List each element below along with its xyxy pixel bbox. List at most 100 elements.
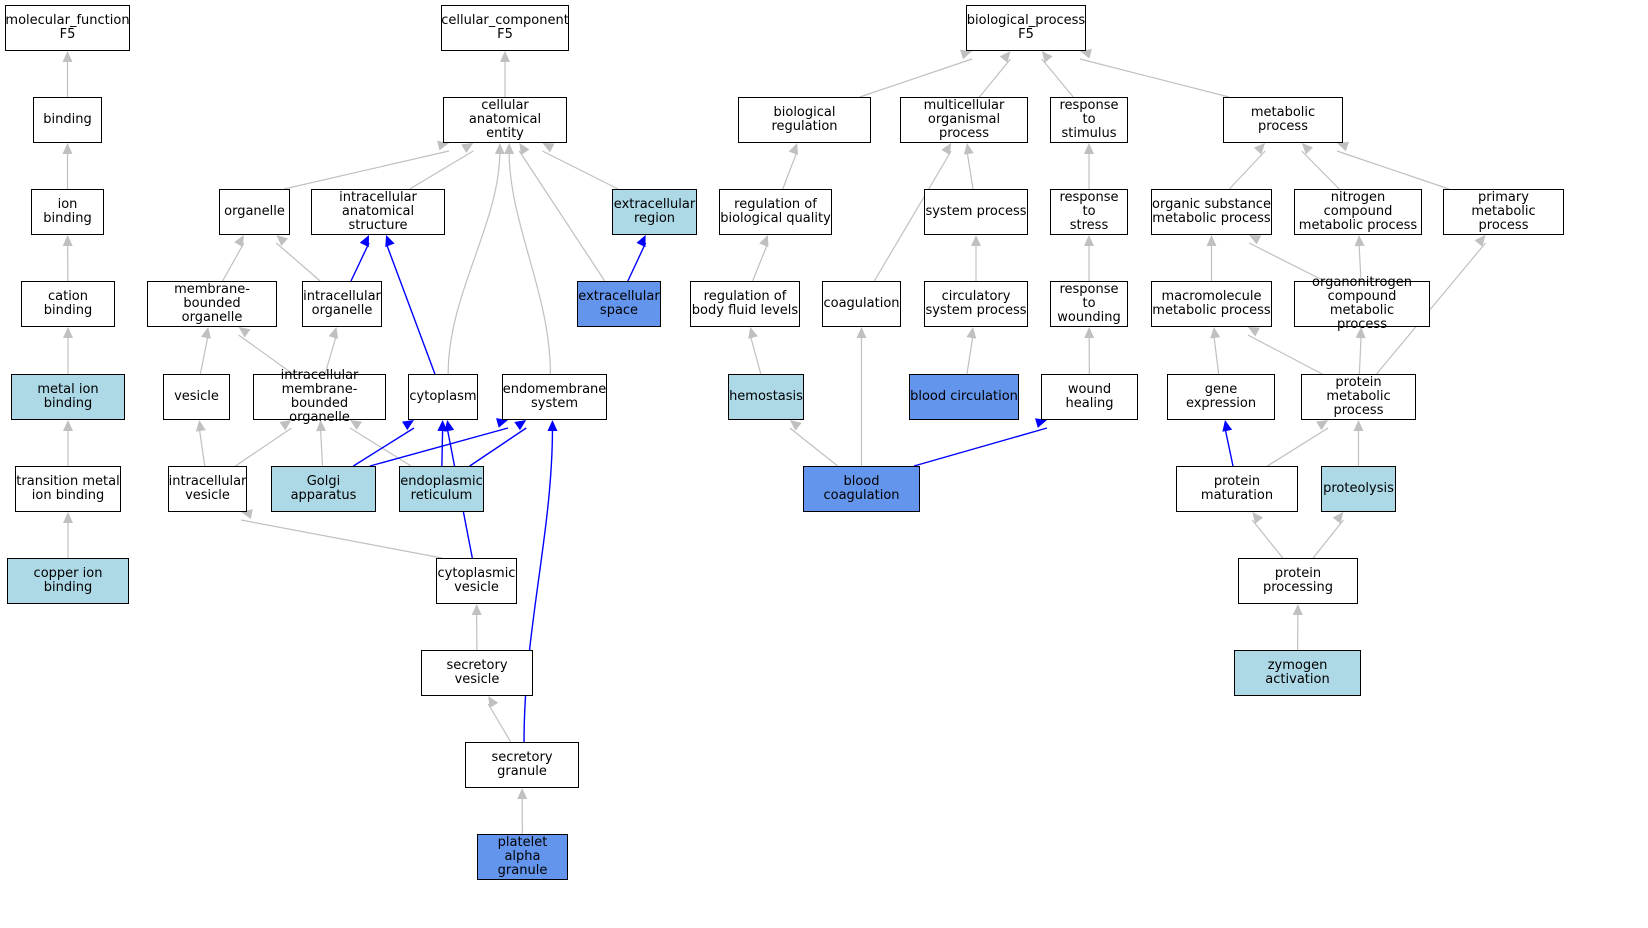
edge-vesicle-to-mbo — [199, 334, 209, 375]
edge-arrowhead-8 — [461, 143, 474, 153]
edge-geneexp-to-macro — [1213, 334, 1220, 375]
node-platelet[interactable]: platelet alpha granule — [477, 834, 568, 880]
edge-secgran-to-endomem — [523, 427, 554, 743]
edge-arrowhead-10 — [519, 143, 530, 155]
node-respstim[interactable]: response to stimulus — [1050, 97, 1128, 143]
node-woundheal[interactable]: wound healing — [1041, 374, 1138, 420]
edge-hemostasis-to-regbfl — [749, 334, 762, 375]
node-transmetal[interactable]: transition metal ion binding — [15, 466, 121, 512]
edge-arrowhead-36 — [999, 51, 1011, 63]
node-nitro[interactable]: nitrogen compound metabolic process — [1294, 189, 1422, 235]
node-bp[interactable]: biological_process F5 — [966, 5, 1086, 51]
edge-arrowhead-57 — [1355, 327, 1366, 339]
node-proteolysis[interactable]: proteolysis — [1321, 466, 1396, 512]
edge-arrowhead-60 — [856, 327, 867, 338]
edge-intves-to-vesicle — [198, 427, 206, 467]
node-regbfl[interactable]: regulation of body fluid levels — [690, 281, 800, 327]
edge-arrowhead-31 — [471, 604, 482, 616]
node-secgran[interactable]: secretory granule — [465, 742, 579, 788]
node-sysproc[interactable]: system process — [924, 189, 1028, 235]
node-circsys[interactable]: circulatory system process — [924, 281, 1028, 327]
edge-intves-to-imbo — [235, 427, 292, 467]
node-cytoplasm[interactable]: cytoplasm — [408, 374, 478, 420]
node-binding[interactable]: binding — [33, 97, 102, 143]
edge-extspace-to-cae — [518, 150, 606, 282]
node-secves[interactable]: secretory vesicle — [421, 650, 533, 696]
edge-arrowhead-51 — [1354, 235, 1365, 247]
edge-arrowhead-23 — [316, 420, 327, 432]
node-respwound[interactable]: response to wounding — [1050, 281, 1128, 327]
edge-mbo-to-organelle — [222, 242, 245, 282]
edge-arrowhead-18 — [201, 327, 211, 339]
edge-arrowhead-12 — [504, 143, 515, 154]
node-cae[interactable]: cellular anatomical entity — [443, 97, 567, 143]
node-vesicle[interactable]: vesicle — [163, 374, 230, 420]
node-endomem[interactable]: endomembrane system — [502, 374, 607, 420]
node-imbo[interactable]: intracellular membrane-bounded organelle — [253, 369, 386, 425]
edge-bloodcoag-to-hemostasis — [789, 427, 838, 467]
edge-arrowhead-52 — [748, 327, 758, 339]
node-protproc[interactable]: protein processing — [1238, 558, 1358, 604]
edge-arrowhead-41 — [941, 143, 952, 156]
edge-golgi-to-endomem — [369, 427, 509, 467]
node-extreg[interactable]: extracellular region — [612, 189, 697, 235]
edge-arrowhead-54 — [1084, 327, 1095, 339]
edge-arrowhead-9 — [542, 143, 555, 153]
node-bloodcirc[interactable]: blood circulation — [909, 374, 1019, 420]
node-organelle[interactable]: organelle — [219, 189, 290, 235]
edge-imbo-to-mbo — [238, 334, 294, 375]
node-bioreg[interactable]: biological regulation — [738, 97, 871, 143]
node-ionbind[interactable]: ion binding — [31, 189, 104, 235]
node-intorg[interactable]: intracellular organelle — [302, 281, 382, 327]
node-orgsub[interactable]: organic substance metabolic process — [1151, 189, 1272, 235]
edge-intorg-to-ias — [350, 242, 370, 282]
edge-bloodcirc-to-circsys — [966, 334, 974, 375]
edge-arrowhead-42 — [1084, 143, 1094, 154]
node-cytves[interactable]: cytoplasmic vesicle — [436, 558, 517, 604]
node-copper[interactable]: copper ion binding — [7, 558, 129, 604]
node-cationbind[interactable]: cation binding — [21, 281, 115, 327]
edge-protproc-to-protmat — [1251, 519, 1284, 559]
edge-arrowhead-19 — [238, 327, 251, 338]
node-protmet[interactable]: protein metabolic process — [1301, 374, 1416, 420]
node-respstress[interactable]: response to stress — [1050, 189, 1128, 235]
edge-arrowhead-37 — [1041, 51, 1053, 63]
edge-arrowhead-11 — [494, 143, 505, 154]
node-ias[interactable]: intracellular anatomical structure — [311, 189, 445, 235]
edge-arrowhead-61 — [1035, 418, 1047, 428]
node-mf[interactable]: molecular_function F5 — [5, 5, 130, 51]
node-mbo[interactable]: membrane-bounded organelle — [147, 281, 277, 327]
node-zymogen[interactable]: zymogen activation — [1234, 650, 1361, 696]
node-intves[interactable]: intracellular vesicle — [168, 466, 247, 512]
node-golgi[interactable]: Golgi apparatus — [271, 466, 376, 512]
node-geneexp[interactable]: gene expression — [1167, 374, 1275, 420]
edge-er-to-endomem — [469, 427, 527, 467]
node-hemostasis[interactable]: hemostasis — [728, 374, 804, 420]
edge-arrowhead-45 — [1337, 141, 1350, 152]
node-primary[interactable]: primary metabolic process — [1443, 189, 1564, 235]
edge-arrowhead-13 — [636, 235, 646, 248]
edge-arrowhead-56 — [1247, 327, 1260, 337]
edge-organonitro-to-orgsub — [1248, 242, 1325, 282]
edge-arrowhead-2 — [62, 235, 73, 247]
edge-arrowhead-1 — [62, 143, 73, 154]
edge-arrowhead-26 — [437, 420, 448, 432]
node-metab[interactable]: metabolic process — [1223, 97, 1343, 143]
node-regbq[interactable]: regulation of biological quality — [719, 189, 832, 235]
node-protmat[interactable]: protein maturation — [1176, 466, 1298, 512]
node-er[interactable]: endoplasmic reticulum — [399, 466, 484, 512]
node-bloodcoag[interactable]: blood coagulation — [803, 466, 920, 512]
node-cc[interactable]: cellular_component F5 — [441, 5, 569, 51]
node-multi[interactable]: multicellular organismal process — [900, 97, 1028, 143]
edge-multi-to-bp — [979, 58, 1011, 98]
node-coag[interactable]: coagulation — [822, 281, 901, 327]
edge-arrowhead-28 — [514, 420, 527, 431]
edge-arrowhead-62 — [1222, 420, 1233, 432]
edge-arrowhead-6 — [500, 51, 510, 62]
node-metalion[interactable]: metal ion binding — [11, 374, 125, 420]
edge-arrowhead-16 — [359, 235, 369, 248]
node-macro[interactable]: macromolecule metabolic process — [1151, 281, 1272, 327]
node-organonitro[interactable]: organonitrogen compound metabolic proces… — [1294, 276, 1430, 332]
node-extspace[interactable]: extracellular space — [577, 281, 661, 327]
